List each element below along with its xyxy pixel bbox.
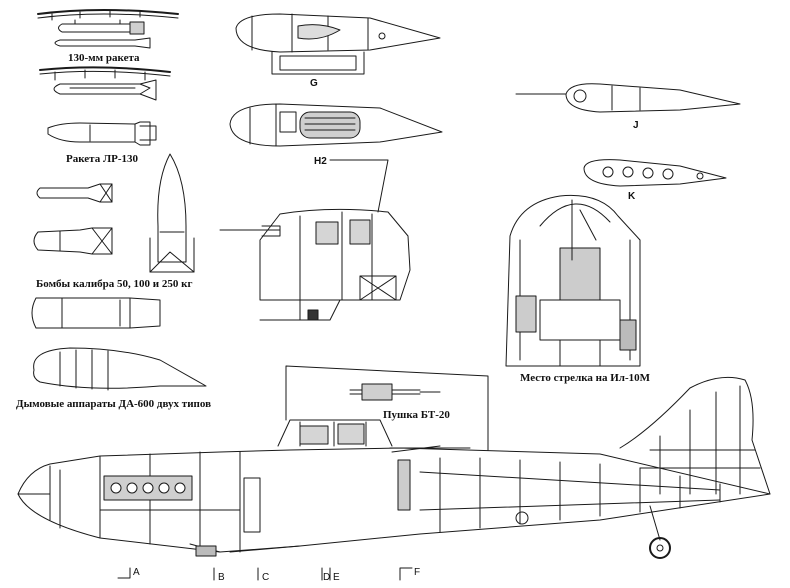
fuselage-section-k-drawing xyxy=(583,159,727,187)
rocket-rail-drawing xyxy=(39,66,171,101)
section-markers xyxy=(117,567,413,581)
cannon-bt20-drawing xyxy=(349,383,441,401)
view-letter-g: G xyxy=(310,78,318,89)
view-letter-j: J xyxy=(633,120,639,131)
section-letter-a: A xyxy=(133,567,140,578)
section-letter-f: F xyxy=(414,567,421,578)
view-letter-h2: H2 xyxy=(314,156,327,167)
caption-smoke-containers: Дымовые аппараты ДА-600 двух типов xyxy=(16,398,212,410)
smoke-container-type2-drawing xyxy=(33,347,207,391)
caption-rocket-130mm: 130-мм ракета xyxy=(68,52,140,64)
fuselage-section-g-drawing xyxy=(235,13,441,75)
section-letter-b: B xyxy=(218,572,225,583)
caption-gunner-station: Место стрелка на Ил-10М xyxy=(520,372,651,384)
bomb-100kg-drawing xyxy=(33,227,113,255)
aircraft-side-view-drawing xyxy=(17,365,771,559)
gunner-cockpit-section-drawing xyxy=(219,208,411,321)
bomb-50kg-drawing xyxy=(36,183,113,203)
caption-rocket-lr130: Ракета ЛР-130 xyxy=(66,153,139,165)
section-letter-e: E xyxy=(333,572,340,583)
h2-leader-lines xyxy=(329,159,389,213)
caption-bombs: Бомбы калибра 50, 100 и 250 кг xyxy=(36,278,193,290)
section-letter-d: D xyxy=(323,572,331,583)
rocket-130mm-drawing xyxy=(37,9,179,49)
rocket-lr130-drawing xyxy=(47,121,157,146)
bomb-250kg-drawing xyxy=(149,153,195,273)
view-letter-k: K xyxy=(628,191,636,202)
fuselage-section-h2-drawing xyxy=(229,103,443,147)
gunner-station-perspective-drawing xyxy=(505,194,641,367)
caption-cannon: Пушка БТ-20 xyxy=(383,409,450,421)
section-letter-c: C xyxy=(262,572,270,583)
fuselage-section-j-drawing xyxy=(515,83,741,113)
smoke-container-type1-drawing xyxy=(31,297,161,329)
